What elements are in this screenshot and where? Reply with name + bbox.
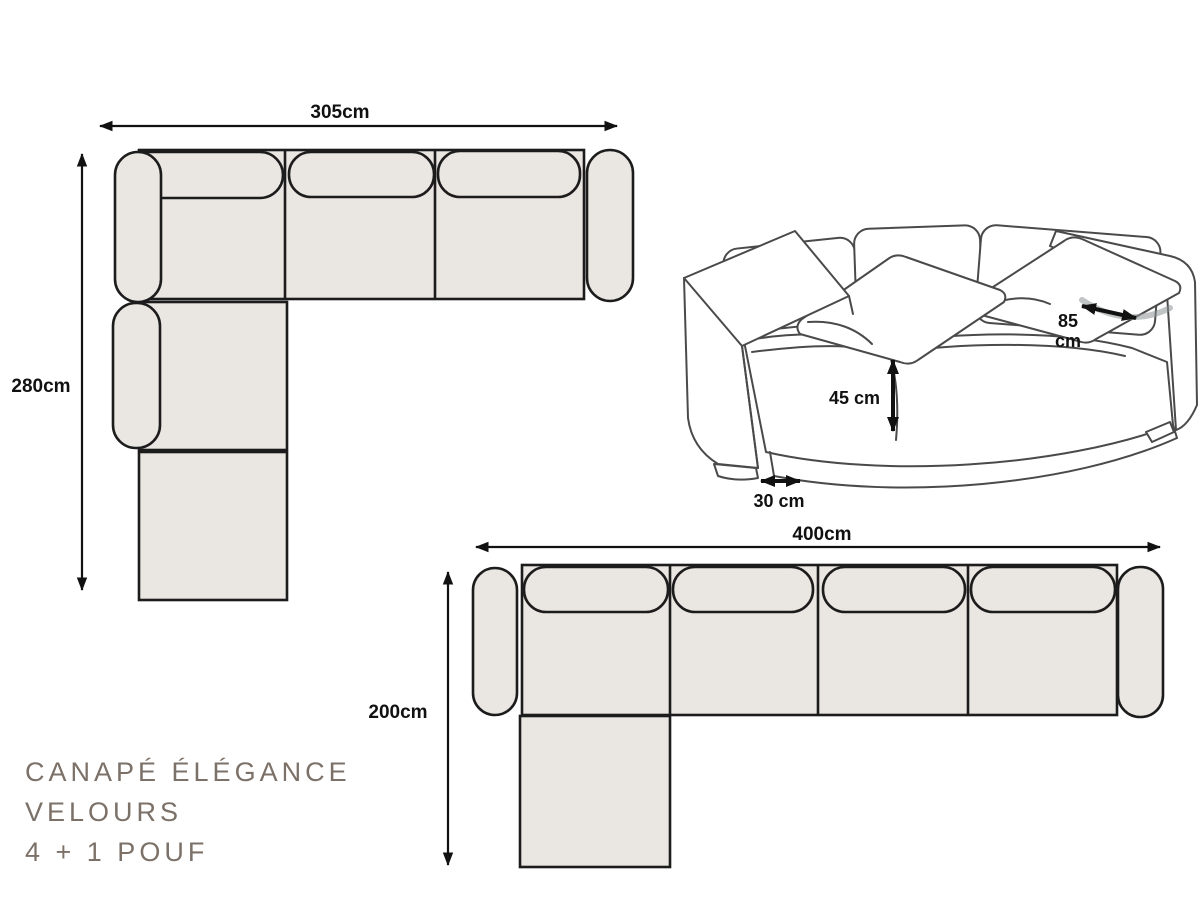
corner-sofa-chaise <box>137 300 289 452</box>
armrest <box>111 301 162 450</box>
seat-depth-arrow <box>1081 303 1137 321</box>
armrest <box>113 150 163 304</box>
back-cushion <box>969 565 1117 614</box>
long-sofa-depth-label: 200cm <box>368 702 427 723</box>
corner-sofa-width-label: 305cm <box>310 102 369 123</box>
seat-depth-value: 85 <box>1058 311 1078 331</box>
product-title: CANAPÉ ÉLÉGANCE VELOURS 4 + 1 POUF <box>25 752 351 872</box>
seat-height-label: 45 cm <box>829 388 880 408</box>
back-cushion <box>436 149 582 199</box>
long-sofa-pouf <box>518 714 672 869</box>
sketch-seats <box>743 333 1178 489</box>
corner-sofa-depth-label: 280cm <box>11 376 70 397</box>
sketch-feet <box>713 421 1175 481</box>
armrest <box>471 566 519 717</box>
long-sofa-top-view: 400cm 200cm <box>368 524 1165 869</box>
sketch-left-arm <box>683 230 854 469</box>
seat-depth-unit: cm <box>1055 331 1081 351</box>
armrest <box>1116 565 1165 719</box>
back-cushion <box>671 565 815 614</box>
foot-depth-label: 30 cm <box>753 491 804 511</box>
product-title-line2: VELOURS <box>25 797 183 827</box>
corner-sofa-top-view: 305cm 280cm <box>11 102 635 602</box>
armrest <box>585 148 635 303</box>
back-cushion <box>522 565 670 614</box>
corner-sofa-pouf <box>137 450 289 602</box>
sofa-sketch: 85 cm 45 cm 30 cm <box>683 224 1198 511</box>
long-sofa-width-label: 400cm <box>792 524 851 545</box>
product-title-line1: CANAPÉ ÉLÉGANCE <box>25 757 351 787</box>
back-cushion <box>821 565 967 614</box>
back-cushion <box>287 150 436 199</box>
product-title-line3: 4 + 1 POUF <box>25 837 209 867</box>
